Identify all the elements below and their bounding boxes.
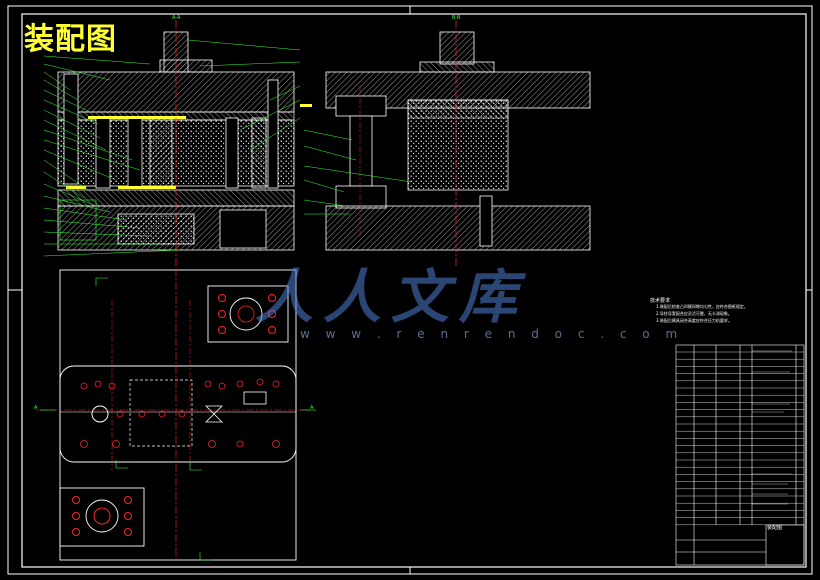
tech-note-3: 3.装配后模具闭合高度应符合压力机要求。 xyxy=(656,318,732,323)
section-mark-right: A xyxy=(310,405,314,411)
title-block-drawing-name: 装配图 xyxy=(767,525,783,531)
tech-note-2: 2.导柱导套配合应灵活可靠，无卡滞现象。 xyxy=(656,311,732,316)
plan-view xyxy=(36,268,316,562)
watermark-logo: 人人文库 xyxy=(255,263,528,331)
right-section-view xyxy=(303,20,591,268)
parts-list xyxy=(675,344,805,566)
drawing-title: 装配图 xyxy=(24,22,117,57)
left-section-view xyxy=(43,20,312,268)
tech-note-1: 1.装配后检查凸凹模间隙均匀性，应符合图纸规定。 xyxy=(656,304,748,309)
watermark-url: w w w . r e n r e n d o c . c o m xyxy=(300,327,684,341)
section-mark-left: A xyxy=(34,405,38,411)
tech-notes-heading: 技术要求 xyxy=(650,298,671,304)
parts-list-content xyxy=(752,350,792,505)
parts-list-rows xyxy=(676,351,804,525)
section-label-b: B-B xyxy=(452,15,461,21)
section-label-a: A-A xyxy=(172,15,181,21)
